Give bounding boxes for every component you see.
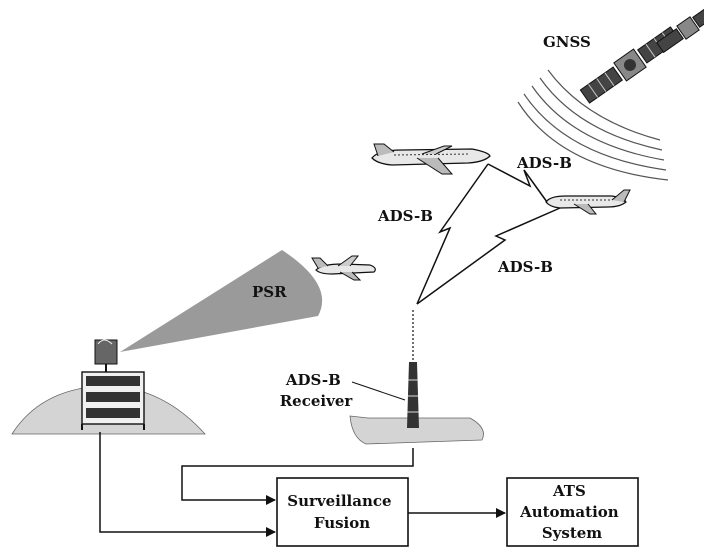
gnss-signal-waves	[517, 69, 669, 181]
ats-box-line1: ATS	[552, 482, 586, 500]
receiver-to-fusion-line	[181, 448, 414, 505]
receiver-tower-icon	[407, 310, 419, 428]
receiver-label-line2: Receiver	[280, 392, 354, 410]
airliner-icon	[371, 143, 491, 175]
psr-beam	[120, 250, 323, 352]
ads-b-label-upper: ADS-B	[516, 154, 572, 172]
gnss-label: GNSS	[543, 33, 591, 51]
connection-lines	[99, 432, 506, 537]
ats-automation-box: ATS Automation System	[506, 477, 639, 547]
fusion-box-line2: Fusion	[314, 514, 370, 532]
psr-label: PSR	[252, 283, 287, 301]
fusion-box-line1: Surveillance	[287, 492, 391, 510]
radar-to-fusion-line	[99, 432, 276, 537]
svg-text:ATS Automation Sys: ATS Automation System	[519, 482, 624, 542]
surveillance-fusion-box: Surveillance Fusion	[276, 477, 409, 547]
small-aircraft-icon	[311, 255, 376, 281]
receiver-label-line1: ADS-B	[285, 371, 341, 389]
radar-station-icon	[81, 339, 145, 430]
receiver-label: ADS-B Receiver	[280, 371, 354, 410]
ads-b-link	[416, 163, 561, 305]
receiver-ground	[349, 415, 484, 445]
ads-b-label-left: ADS-B	[377, 207, 433, 225]
gnss-satellite-icon	[656, 2, 704, 54]
ats-box-line2: Automation	[519, 503, 619, 521]
ads-b-label-lower: ADS-B	[497, 258, 553, 276]
ats-box-line3: System	[542, 524, 602, 542]
airliner-icon	[545, 189, 631, 215]
receiver-leader-line	[351, 381, 406, 401]
svg-text:Surveillance Fusion: Surveillance Fusion	[287, 492, 397, 532]
